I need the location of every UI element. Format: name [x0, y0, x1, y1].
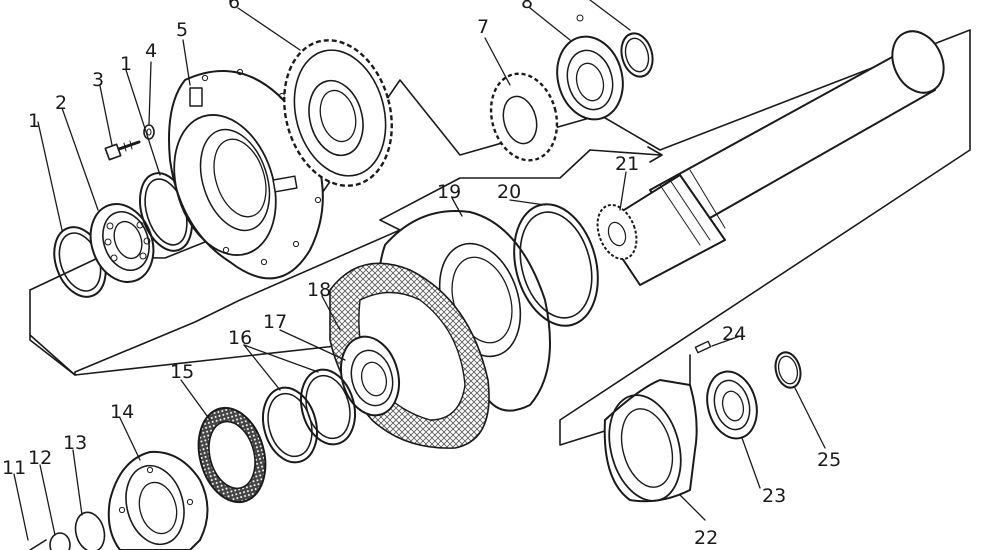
label-part-22: 22: [694, 527, 718, 549]
snap-rings-part-16: [262, 368, 356, 464]
housing-part-22: [603, 379, 698, 503]
label-part-8: 8: [521, 0, 533, 13]
bolt-part-3: [104, 140, 141, 161]
flange-coupling-part-14: [107, 450, 209, 550]
bearing-part-17: [340, 335, 400, 417]
large-gear-part-6: [283, 39, 393, 187]
ball-bearing-part-2: [89, 203, 155, 283]
label-part-2: 2: [55, 92, 67, 114]
label-part-25: 25: [817, 449, 841, 471]
label-part-11: 11: [2, 457, 26, 479]
label-part-5: 5: [176, 19, 188, 41]
small-parts-11-13: [29, 511, 106, 550]
label-part-20: 20: [497, 181, 521, 203]
label-part-19: 19: [437, 181, 461, 203]
flange-housing-part-5: [168, 68, 324, 280]
label-part-6: 6: [228, 0, 240, 13]
label-part-13: 13: [63, 432, 87, 454]
label-part-1a: 1: [28, 110, 40, 132]
small-gear-part-7: [489, 72, 559, 162]
label-part-3: 3: [92, 69, 104, 91]
label-part-12: 12: [28, 447, 52, 469]
bearing-part-8: [556, 14, 624, 121]
snap-ring-upper-right: [620, 32, 654, 78]
assembly-boundary-upper: [29, 149, 591, 376]
label-part-18: 18: [307, 279, 331, 301]
bearing-part-23: [706, 370, 758, 440]
splined-shaft-part-21: [596, 30, 945, 286]
label-part-4: 4: [145, 40, 157, 62]
pin-part-24: [694, 340, 712, 354]
ring-part-25: [774, 351, 802, 389]
label-part-14: 14: [110, 401, 134, 423]
seal-part-15: [197, 406, 267, 504]
arrow-to-shaft: [589, 146, 663, 163]
label-part-16: 16: [228, 327, 252, 349]
label-part-1b: 1: [120, 53, 132, 75]
label-part-23: 23: [762, 485, 786, 507]
label-part-24: 24: [722, 323, 746, 345]
ring-part-20: [513, 203, 599, 327]
label-part-21: 21: [615, 153, 639, 175]
assembly-boundary-lower: [29, 334, 346, 376]
leader-lines: [13, 0, 826, 541]
label-part-17: 17: [263, 311, 287, 333]
label-part-7: 7: [477, 16, 489, 38]
label-part-15: 15: [170, 361, 194, 383]
